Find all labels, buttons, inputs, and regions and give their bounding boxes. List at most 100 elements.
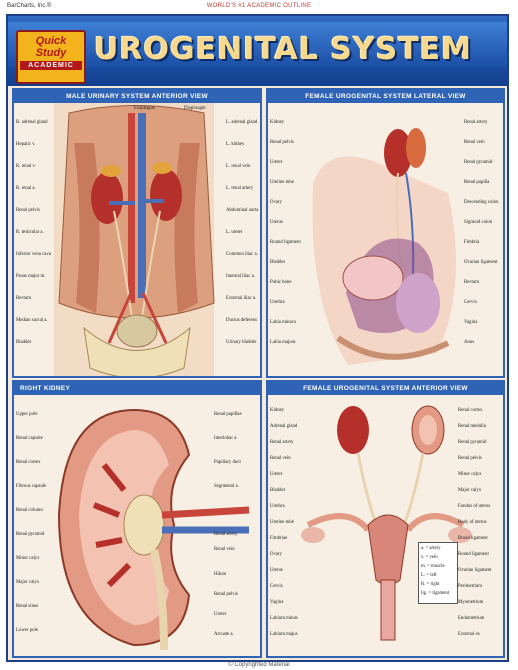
label-l2: Ureter	[270, 160, 282, 165]
label-r4: Descending colon	[464, 200, 499, 205]
label-r7: Body of uterus	[458, 520, 487, 525]
label-r7: Internal iliac a.	[226, 274, 255, 279]
label-r11: Perimetrium	[458, 584, 482, 589]
label-r5: Renal vein	[214, 547, 235, 552]
page-title: UROGENITAL SYSTEM	[94, 32, 472, 67]
label-l1: Adrenal gland	[270, 424, 297, 429]
label-l7: Bladder	[270, 260, 285, 265]
label-r0: Renal papillae	[214, 412, 242, 417]
label-l6: Minor calyx	[16, 556, 40, 561]
label-l9: Urethra	[270, 300, 285, 305]
label-r13: Endometrium	[458, 616, 484, 621]
label-l0: R. adrenal gland	[16, 120, 48, 125]
logo-line-2: Study	[18, 47, 84, 59]
label-l11: Cervix	[270, 584, 283, 589]
label-r3: Renal pelvis	[458, 456, 482, 461]
panel-male-urinary: MALE URINARY SYSTEM ANTERIOR VIEW R. adr…	[12, 88, 262, 378]
label-r1: L. kidney	[226, 142, 244, 147]
label-l3: Uterine tube	[270, 180, 294, 185]
key-item: R. = right	[421, 582, 440, 587]
label-l5: Renal pyramid	[16, 532, 44, 537]
label-l1: Renal pelvis	[270, 140, 294, 145]
label-r8: Broad ligament	[458, 536, 488, 541]
label-l11: Labia majora	[270, 340, 295, 345]
label-l0: Kidney	[270, 408, 284, 413]
panel-female-lateral: FEMALE UROGENITAL SYSTEM LATERAL VIEW Ki…	[266, 88, 505, 378]
panel-female-anterior: FEMALE UROGENITAL SYSTEM ANTERIOR VIEW K…	[266, 380, 505, 658]
label-r9: Arcuate a.	[214, 632, 234, 637]
label-r2: Renal pyramid	[458, 440, 486, 445]
label-l8: Rectum	[16, 296, 31, 301]
label-r4: Renal artery	[214, 532, 238, 537]
label-l9: Ovary	[270, 552, 282, 557]
label-r9: Ductus deferens	[226, 318, 257, 323]
label-l7: Uterine tube	[270, 520, 294, 525]
label-l2: R. renal v.	[16, 164, 36, 169]
label-r1: Renal medulla	[458, 424, 486, 429]
label-r1: Interlobar a.	[214, 436, 237, 441]
abbreviation-key: a. = artery v. = vein m. = muscle L. = l…	[418, 542, 458, 604]
key-item: a. = artery	[421, 546, 441, 551]
label-l7: Major calyx	[16, 580, 39, 585]
label-r6: Hilum	[214, 572, 226, 577]
key-item: L. = left	[421, 573, 437, 578]
label-l13: Labium minus	[270, 616, 298, 621]
label-r6: Fimbria	[464, 240, 479, 245]
label-l4: Renal pelvis	[16, 208, 40, 213]
label-r0: Renal artery	[464, 120, 488, 125]
label-l8: Fimbriae	[270, 536, 287, 541]
label-r5: Major calyx	[458, 488, 481, 493]
logo-line-1: Quick	[18, 35, 84, 47]
label-l2: Renal artery	[270, 440, 294, 445]
label-r8: Rectum	[464, 280, 479, 285]
label-r4: Minor calyx	[458, 472, 482, 477]
label-r2: Renal pyramid	[464, 160, 492, 165]
label-r4: Abdominal aorta	[226, 208, 258, 213]
quickstudy-logo: Quick Study ACADEMIC	[16, 30, 86, 84]
label-l8: Renal sinus	[16, 604, 38, 609]
label-l9: Median sacral a.	[16, 318, 48, 323]
label-l1: Renal capsule	[16, 436, 43, 441]
label-l5: Bladder	[270, 488, 285, 493]
label-l6: Urethra	[270, 504, 285, 509]
label-r0: Renal cortex	[458, 408, 482, 413]
label-r8: Ureter	[214, 612, 226, 617]
label-r7: Ovarian ligament	[464, 260, 497, 265]
label-r7: Renal pelvis	[214, 592, 238, 597]
label-l6: Inferior vena cava	[16, 252, 51, 257]
label-l6: Round ligament	[270, 240, 301, 245]
label-r5: Sigmoid colon	[464, 220, 492, 225]
label-l12: Vagina	[270, 600, 283, 605]
panel-right-kidney: RIGHT KIDNEY Upper pole Renal capsule Re…	[12, 380, 262, 658]
label-l10: Uterus	[270, 568, 283, 573]
panel-title: FEMALE UROGENITAL SYSTEM LATERAL VIEW	[268, 90, 503, 103]
label-l7: Psoas major m.	[16, 274, 45, 279]
label-l14: Labium majus	[270, 632, 298, 637]
label-l0: Kidney	[270, 120, 284, 125]
label-r9: Round ligament	[458, 552, 489, 557]
label-r9: Cervix	[464, 300, 477, 305]
label-r6: Common iliac a.	[226, 252, 258, 257]
label-l3: Renal vein	[270, 456, 291, 461]
label-r10: Vagina	[464, 320, 477, 325]
label-r5: L. ureter	[226, 230, 243, 235]
label-l9: Lower pole	[16, 628, 38, 633]
label-r1: Renal vein	[464, 140, 485, 145]
panel-title: MALE URINARY SYSTEM ANTERIOR VIEW	[14, 90, 260, 103]
label-r10: Urinary bladder	[226, 340, 257, 345]
label-l10: Bladder	[16, 340, 31, 345]
label-r11: Anus	[464, 340, 474, 345]
title-banner: Quick Study ACADEMIC UROGENITAL SYSTEM	[8, 16, 507, 86]
label-l8: Pubic bone	[270, 280, 291, 285]
panel-title: FEMALE UROGENITAL SYSTEM ANTERIOR VIEW	[268, 382, 503, 395]
label-l1: Hepatic v.	[16, 142, 35, 147]
label-l4: Renal column	[16, 508, 43, 513]
logo-line-3: ACADEMIC	[20, 61, 82, 70]
key-item: lig. = ligament	[421, 591, 449, 596]
top-strip: BarCharts, Inc.® WORLD'S #1 ACADEMIC OUT…	[0, 0, 518, 14]
panel-title: RIGHT KIDNEY	[14, 382, 260, 395]
label-r3: L. renal artery	[226, 186, 253, 191]
label-l4: Ureter	[270, 472, 282, 477]
label-r3: Segmental a.	[214, 484, 239, 489]
label-r3: Renal papilla	[464, 180, 489, 185]
